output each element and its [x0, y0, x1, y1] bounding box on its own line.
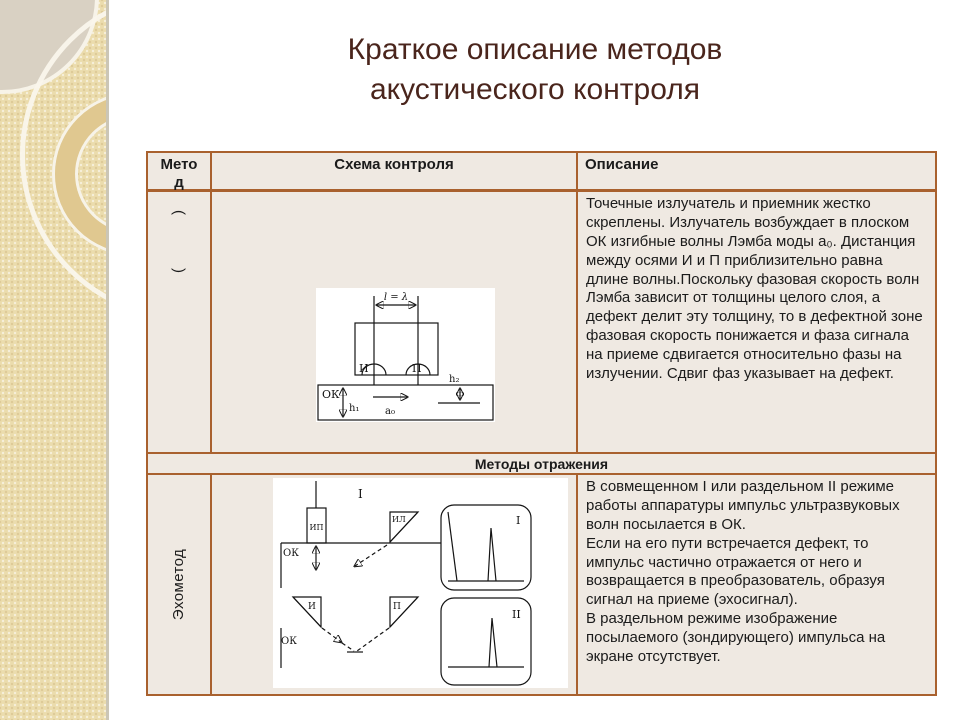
header-scheme: Схема контроля [212, 153, 578, 192]
screen1-label: I [516, 514, 520, 527]
combined-probe-label: ИП [310, 523, 324, 532]
methods-table: Метод Схема контроля Описание ( ) [146, 151, 937, 696]
row1-description: Точечные излучатель и приемник жестко ск… [578, 192, 935, 454]
receiver-label: П [412, 362, 422, 375]
mode1-label: I [358, 487, 363, 501]
row2-method-cell: Эхометод [148, 475, 212, 694]
method-mark-top: ( [170, 210, 188, 215]
reflection-methods-band: Методы отражения [148, 454, 935, 475]
wavelength-label: l = λ [384, 292, 408, 303]
echo-method-diagram: I ИП ОК ИЛ I [273, 478, 568, 688]
wedge-probe-label: ИЛ [392, 515, 406, 524]
object-bottom-label: ОК [281, 636, 297, 647]
transducer-body-outline [354, 322, 439, 376]
screen2-outline [440, 597, 532, 686]
a0-label: a₀ [385, 406, 395, 417]
object-top-label: ОК [283, 548, 299, 559]
slide-title: Краткое описание методов акустического к… [347, 33, 723, 106]
object-label: ОК [322, 388, 340, 401]
method-mark-bottom: ) [170, 268, 188, 273]
receiver-wedge-label: П [393, 602, 401, 612]
header-description: Описание [578, 153, 935, 192]
row2-description: В совмещенном I или раздельном II режиме… [578, 475, 935, 694]
screen2-label: II [512, 608, 521, 621]
screen1-outline [440, 504, 532, 591]
lamb-wave-diagram: l = λ И П ОК h₁ a₀ h₂ [316, 288, 495, 422]
row2-scheme-cell: I ИП ОК ИЛ I [212, 475, 578, 694]
h2-label: h₂ [449, 374, 459, 385]
row1-method-cell: ( ) [148, 192, 212, 454]
method-name-vertical: Эхометод [170, 548, 188, 621]
header-method: Метод [148, 153, 212, 192]
emitter-wedge-label: И [308, 602, 316, 612]
decorative-sidebar [0, 0, 109, 720]
h1-label: h₁ [349, 403, 359, 414]
row1-scheme-cell: l = λ И П ОК h₁ a₀ h₂ [212, 192, 578, 454]
